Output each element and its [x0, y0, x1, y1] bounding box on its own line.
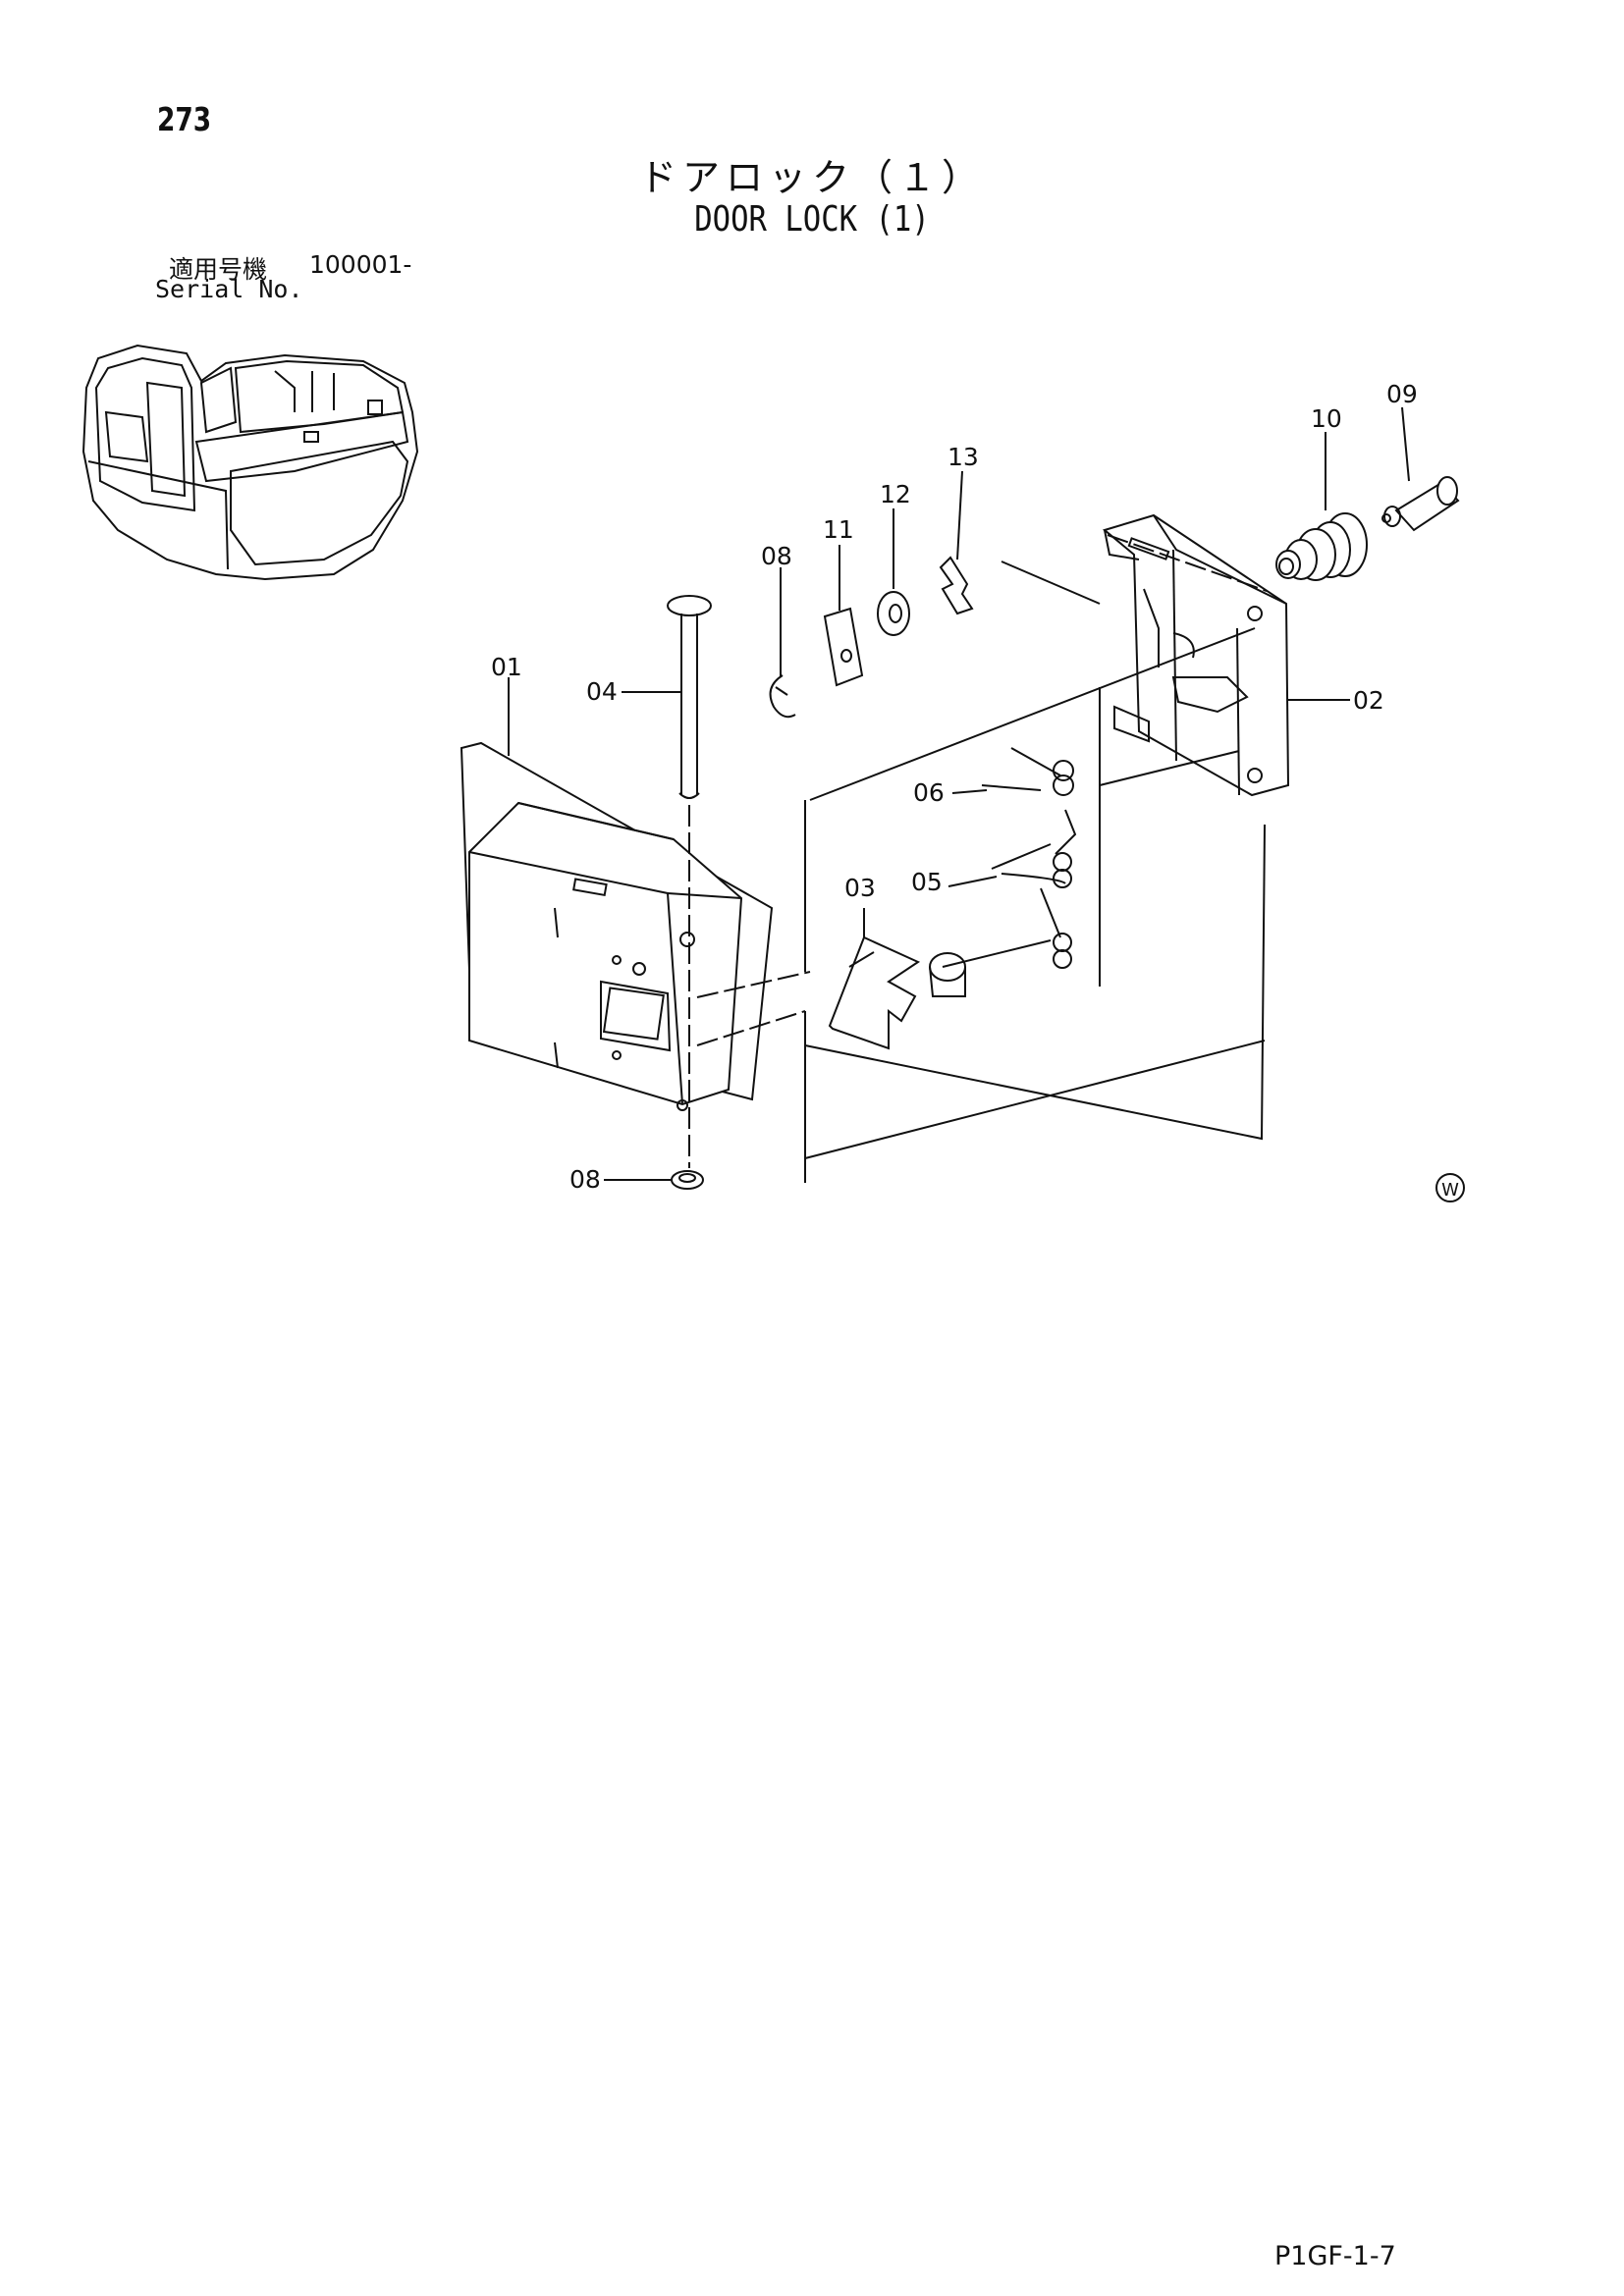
part-06-spring	[981, 747, 1074, 796]
part-08-clip-upper	[769, 674, 796, 719]
callout-06: 06	[913, 778, 945, 807]
callout-02: 02	[1353, 686, 1384, 715]
part-03-latch	[828, 935, 966, 1050]
serial-range: 100001-	[309, 250, 412, 279]
part-05-spring	[942, 809, 1077, 969]
part-04-pin	[667, 595, 712, 1168]
part-10-threaded-knob	[1275, 512, 1368, 581]
part-09-cap	[1381, 476, 1460, 532]
callout-08-lower: 08	[569, 1165, 601, 1194]
assembly-outline	[696, 534, 1268, 1183]
callout-11: 11	[823, 515, 854, 544]
callout-10: 10	[1311, 404, 1342, 433]
svg-text:W: W	[1441, 1180, 1459, 1201]
page-number: 273	[157, 100, 212, 138]
part-13-clip	[939, 556, 974, 615]
watermark-w-symbol: W	[1435, 1173, 1465, 1202]
title-english: DOOR LOCK (1)	[694, 199, 930, 240]
part-11-plate	[823, 607, 864, 687]
title-japanese: ドアロック（１）	[638, 156, 985, 199]
leader-lines	[508, 406, 1410, 1181]
callout-12: 12	[880, 480, 911, 508]
serial-label-english: Serial No.	[155, 275, 303, 303]
part-12-washer	[877, 591, 910, 636]
part-08-clip-lower	[671, 1170, 704, 1190]
callout-09: 09	[1386, 380, 1418, 408]
callout-03: 03	[844, 874, 876, 902]
callout-01: 01	[491, 653, 522, 681]
excavator-thumbnail	[81, 344, 419, 581]
callout-08-upper: 08	[761, 542, 792, 570]
callout-05: 05	[911, 868, 943, 896]
part-01-lock-body	[460, 741, 774, 1111]
serial-label-japanese: 適用号機	[169, 255, 268, 284]
part-02-striker-bracket	[1102, 513, 1290, 797]
drawing-code: P1GF-1-7	[1274, 2241, 1396, 2271]
callout-13: 13	[947, 443, 979, 471]
callout-04: 04	[586, 677, 618, 706]
